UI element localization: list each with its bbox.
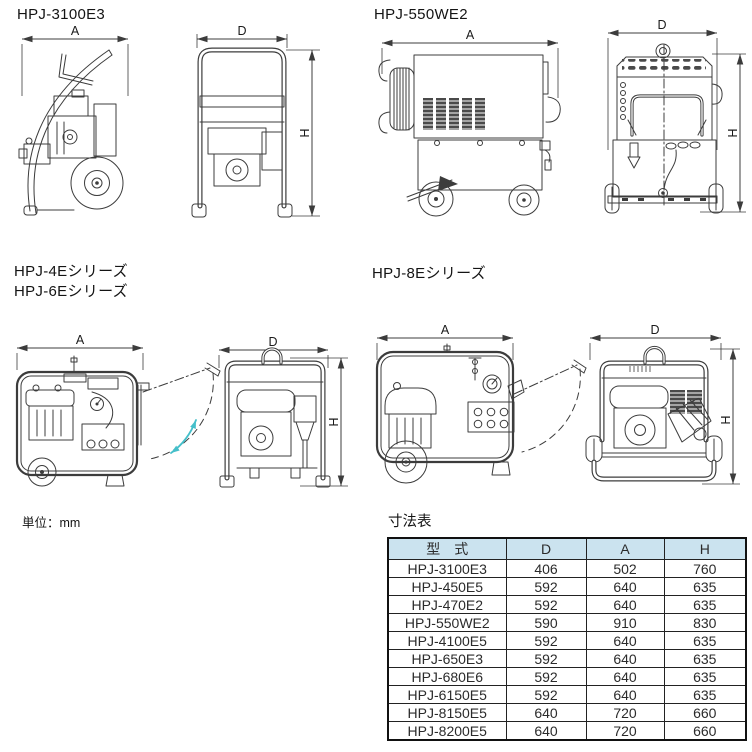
dimension-value-cell: 592 <box>505 595 587 614</box>
dimension-value-cell: 635 <box>663 577 747 596</box>
dimension-value-cell: 635 <box>663 649 747 668</box>
dimension-value-cell: 640 <box>505 703 587 722</box>
figure-title-hpj4e: HPJ-4Eシリーズ <box>14 263 128 280</box>
unit-label: 単位：mm <box>22 516 81 530</box>
dimension-value-cell: 635 <box>663 631 747 650</box>
dimension-value-cell: 640 <box>585 685 665 704</box>
figure-title-hpj3100e3: HPJ-3100E3 <box>17 6 106 23</box>
model-name-cell: HPJ-3100E3 <box>387 559 507 578</box>
dimension-table-title: 寸法表 <box>388 514 432 530</box>
hpj4e6e-rear-view: D H <box>218 335 348 488</box>
dimension-value-cell: 592 <box>505 577 587 596</box>
hpj8e-side-view: A <box>375 323 587 484</box>
dim-a-label-f4: A <box>441 323 450 337</box>
dimension-value-cell: 592 <box>505 667 587 686</box>
dimension-value-cell: 640 <box>505 721 587 741</box>
model-name-cell: HPJ-650E3 <box>387 649 507 668</box>
dimension-value-cell: 640 <box>585 595 665 614</box>
dimension-value-cell: 830 <box>663 613 747 632</box>
hpj8e-rear-view: D H <box>585 323 740 485</box>
header-model: 型 式 <box>387 537 507 560</box>
table-header-row: 型 式 D A H <box>387 537 747 560</box>
figure-hpj8e-drawing: A <box>375 323 740 485</box>
dim-h-label-f1: H <box>297 128 311 137</box>
model-name-cell: HPJ-8200E5 <box>387 721 507 741</box>
dim-h-label-f4: H <box>718 415 732 424</box>
dimension-value-cell: 635 <box>663 595 747 614</box>
dimension-value-cell: 640 <box>585 667 665 686</box>
figure-hpj3100e3-drawing: A <box>18 24 320 218</box>
dim-d-label-f2: D <box>657 18 666 32</box>
dim-d-label-f4: D <box>650 323 659 337</box>
dim-d-label-f1: D <box>237 24 246 38</box>
dimension-value-cell: 640 <box>585 577 665 596</box>
header-h: H <box>663 537 747 560</box>
hpj550we2-side-view: A <box>378 28 561 217</box>
hpj3100e3-side-view: A <box>18 24 129 216</box>
hpj550we2-rear-view: D H <box>604 18 746 214</box>
dimension-value-cell: 592 <box>505 685 587 704</box>
model-name-cell: HPJ-4100E5 <box>387 631 507 650</box>
header-d: D <box>505 537 587 560</box>
dimension-value-cell: 635 <box>663 667 747 686</box>
figure-title-hpj550we2: HPJ-550WE2 <box>374 6 468 23</box>
dimension-value-cell: 406 <box>505 559 587 578</box>
model-name-cell: HPJ-550WE2 <box>387 613 507 632</box>
model-name-cell: HPJ-450E5 <box>387 577 507 596</box>
dimension-value-cell: 590 <box>505 613 587 632</box>
dimension-value-cell: 592 <box>505 631 587 650</box>
figure-title-hpj4e6e: HPJ-4Eシリーズ HPJ-6Eシリーズ <box>14 262 128 302</box>
model-name-cell: HPJ-8150E5 <box>387 703 507 722</box>
dimension-value-cell: 502 <box>585 559 665 578</box>
dimension-value-cell: 592 <box>505 649 587 668</box>
dimension-value-cell: 660 <box>663 703 747 722</box>
header-a: A <box>585 537 665 560</box>
dimension-value-cell: 760 <box>663 559 747 578</box>
technical-drawings: A <box>15 18 746 488</box>
dimension-value-cell: 635 <box>663 685 747 704</box>
figure-hpj550we2-drawing: A <box>378 18 746 217</box>
figure-title-hpj8e: HPJ-8Eシリーズ <box>372 265 486 282</box>
dimension-value-cell: 720 <box>585 721 665 741</box>
hpj3100e3-rear-view: D H <box>191 24 320 218</box>
figure-title-hpj6e: HPJ-6Eシリーズ <box>14 283 128 300</box>
model-name-cell: HPJ-680E6 <box>387 667 507 686</box>
figure-hpj4e6e-drawing: A <box>15 333 348 488</box>
dimension-value-cell: 640 <box>585 649 665 668</box>
dimension-value-cell: 720 <box>585 703 665 722</box>
model-name-cell: HPJ-470E2 <box>387 595 507 614</box>
dim-h-label-f3: H <box>326 417 340 426</box>
dim-a-label-f2: A <box>466 28 475 42</box>
model-name-cell: HPJ-6150E5 <box>387 685 507 704</box>
dim-a-label-f3: A <box>76 333 85 347</box>
dimension-value-cell: 660 <box>663 721 747 741</box>
dimension-value-cell: 640 <box>585 631 665 650</box>
dim-a-label-f1: A <box>71 24 80 38</box>
dim-d-label-f3: D <box>268 335 277 349</box>
dimension-value-cell: 910 <box>585 613 665 632</box>
hpj4e6e-side-view: A <box>15 333 221 487</box>
dim-h-label-f2: H <box>725 128 739 137</box>
